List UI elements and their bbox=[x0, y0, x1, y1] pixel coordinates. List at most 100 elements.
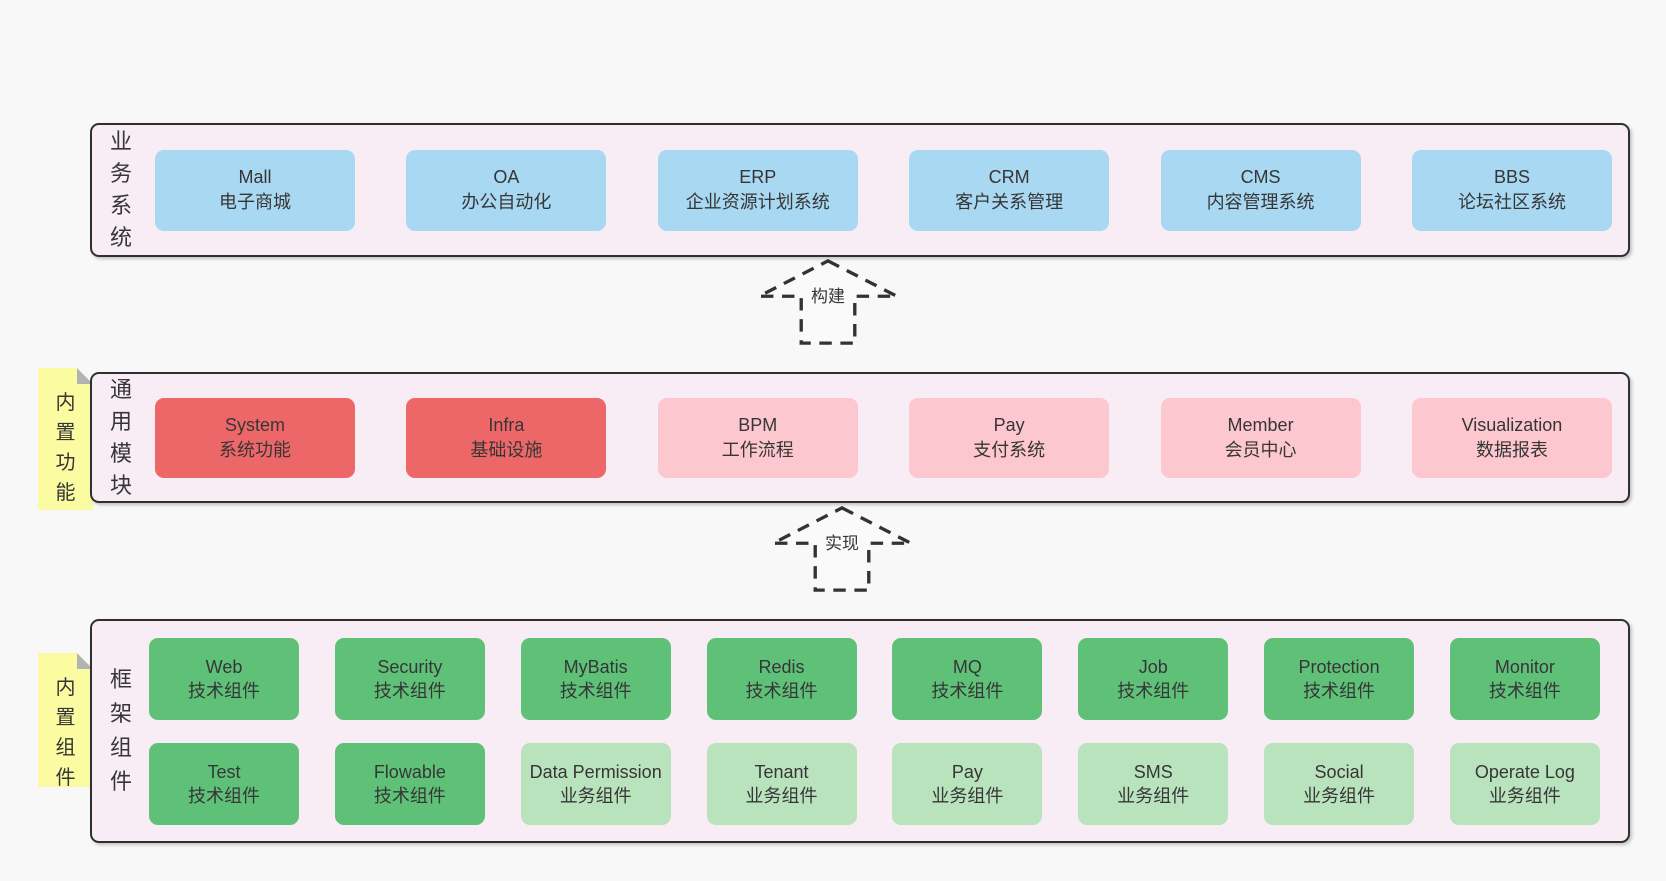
box-title: CRM bbox=[988, 167, 1030, 187]
box-sms: SMS 业务组件 bbox=[1078, 742, 1229, 825]
box-data-permission: Data Permission 业务组件 bbox=[520, 742, 671, 825]
box-subtitle: 技术组件 bbox=[188, 680, 260, 701]
box-title: Test bbox=[207, 761, 241, 782]
box-title: Tenant bbox=[754, 761, 809, 782]
box-subtitle: 业务组件 bbox=[1117, 785, 1190, 806]
box-title: CMS bbox=[1240, 167, 1281, 187]
box-title: BPM bbox=[738, 414, 778, 435]
box-social: Social 业务组件 bbox=[1264, 742, 1415, 825]
box-title: Data Permission bbox=[529, 761, 662, 782]
box-web: Web 技术组件 bbox=[149, 637, 299, 720]
build-arrow: 构建 bbox=[753, 258, 903, 346]
box-mq: MQ 技术组件 bbox=[892, 637, 1043, 720]
arrow-label: 构建 bbox=[808, 286, 848, 308]
box-subtitle: 数据报表 bbox=[1475, 439, 1548, 460]
box-subtitle: 基础设施 bbox=[470, 439, 543, 460]
box-title: MQ bbox=[952, 656, 982, 677]
box-title: Pay bbox=[951, 761, 983, 782]
box-subtitle: 技术组件 bbox=[1488, 680, 1561, 701]
box-subtitle: 支付系统 bbox=[973, 439, 1046, 460]
box-crm: CRM 客户关系管理 bbox=[909, 149, 1110, 231]
box-title: Redis bbox=[758, 656, 805, 677]
box-erp: ERP 企业资源计划系统 bbox=[657, 149, 858, 231]
box-oa: OA 办公自动化 bbox=[406, 149, 607, 231]
box-title: Member bbox=[1227, 414, 1294, 435]
box-title: MyBatis bbox=[563, 656, 628, 677]
box-protection: Protection 技术组件 bbox=[1264, 637, 1415, 720]
box-title: System bbox=[224, 414, 285, 435]
box-subtitle: 业务组件 bbox=[1488, 785, 1561, 806]
box-title: Flowable bbox=[373, 761, 446, 782]
box-subtitle: 技术组件 bbox=[559, 680, 632, 701]
box-monitor: Monitor 技术组件 bbox=[1449, 637, 1600, 720]
box-subtitle: 技术组件 bbox=[373, 680, 446, 701]
box-subtitle: 技术组件 bbox=[745, 680, 818, 701]
box-subtitle: 电子商城 bbox=[219, 192, 291, 212]
box-subtitle: 内容管理系统 bbox=[1206, 192, 1315, 212]
box-title: Operate Log bbox=[1474, 761, 1575, 782]
note-label: 内置组件 bbox=[55, 677, 76, 789]
box-subtitle: 工作流程 bbox=[721, 439, 794, 460]
box-subtitle: 办公自动化 bbox=[461, 192, 552, 212]
layer-common-modules: 通用模块 System 系统功能 Infra 基础设施 BPM 工作流程 Pay… bbox=[90, 372, 1630, 503]
box-pay-business: Pay 业务组件 bbox=[892, 742, 1043, 825]
box-subtitle: 技术组件 bbox=[373, 785, 446, 806]
component-boxes-grid: Web 技术组件 Security 技术组件 MyBatis 技术组件 Redi… bbox=[136, 637, 1628, 825]
box-title: Mall bbox=[238, 167, 272, 187]
box-job: Job 技术组件 bbox=[1078, 637, 1229, 720]
box-subtitle: 企业资源计划系统 bbox=[685, 192, 830, 212]
sticky-note-builtin-features: 内置功能 bbox=[38, 368, 93, 510]
implement-arrow: 实现 bbox=[767, 505, 917, 593]
box-subtitle: 业务组件 bbox=[931, 785, 1004, 806]
component-row-1: Web 技术组件 Security 技术组件 MyBatis 技术组件 Redi… bbox=[149, 637, 1600, 720]
box-subtitle: 会员中心 bbox=[1224, 439, 1297, 460]
layer-title-vertical: 通用模块 bbox=[109, 376, 132, 498]
box-subtitle: 论坛社区系统 bbox=[1457, 192, 1566, 212]
box-system: System 系统功能 bbox=[155, 397, 355, 478]
box-title: SMS bbox=[1133, 761, 1173, 782]
note-label: 内置功能 bbox=[55, 392, 76, 504]
box-subtitle: 系统功能 bbox=[219, 439, 291, 460]
box-title: Pay bbox=[993, 414, 1025, 435]
box-subtitle: 技术组件 bbox=[931, 680, 1004, 701]
box-title: Infra bbox=[488, 414, 525, 435]
box-title: Monitor bbox=[1494, 656, 1555, 677]
box-title: Web bbox=[205, 656, 243, 677]
layer-title-vertical: 框架组件 bbox=[109, 667, 132, 794]
layer-framework-components: 框架组件 Web 技术组件 Security 技术组件 MyBatis 技术组件… bbox=[90, 619, 1630, 843]
box-title: Security bbox=[377, 656, 443, 677]
box-subtitle: 技术组件 bbox=[1303, 680, 1376, 701]
component-row-2: Test 技术组件 Flowable 技术组件 Data Permission … bbox=[149, 742, 1600, 825]
box-visualization: Visualization 数据报表 bbox=[1411, 397, 1612, 478]
box-flowable: Flowable 技术组件 bbox=[334, 742, 485, 825]
box-subtitle: 客户关系管理 bbox=[955, 192, 1064, 212]
box-subtitle: 业务组件 bbox=[745, 785, 818, 806]
box-bbs: BBS 论坛社区系统 bbox=[1411, 149, 1612, 231]
box-member: Member 会员中心 bbox=[1160, 397, 1361, 478]
box-subtitle: 技术组件 bbox=[188, 785, 260, 806]
box-title: Visualization bbox=[1461, 414, 1563, 435]
box-subtitle: 业务组件 bbox=[1303, 785, 1376, 806]
box-title: OA bbox=[493, 167, 520, 187]
box-title: Social bbox=[1314, 761, 1364, 782]
box-cms: CMS 内容管理系统 bbox=[1160, 149, 1361, 231]
layer-title-vertical: 业务系统 bbox=[109, 129, 132, 250]
box-test: Test 技术组件 bbox=[149, 742, 299, 825]
box-title: ERP bbox=[739, 167, 777, 187]
box-title: Job bbox=[1138, 656, 1168, 677]
box-title: BBS bbox=[1493, 167, 1530, 187]
box-infra: Infra 基础设施 bbox=[406, 397, 607, 478]
box-title: Protection bbox=[1298, 656, 1380, 677]
box-mybatis: MyBatis 技术组件 bbox=[520, 637, 671, 720]
box-pay: Pay 支付系统 bbox=[909, 397, 1110, 478]
module-boxes-row: System 系统功能 Infra 基础设施 BPM 工作流程 Pay 支付系统… bbox=[136, 397, 1628, 478]
business-boxes-row: Mall 电子商城 OA 办公自动化 ERP 企业资源计划系统 CRM 客户关系… bbox=[136, 149, 1628, 231]
box-security: Security 技术组件 bbox=[334, 637, 485, 720]
layer-business-systems: 业务系统 Mall 电子商城 OA 办公自动化 ERP 企业资源计划系统 CRM… bbox=[90, 123, 1630, 257]
arrow-label: 实现 bbox=[822, 533, 862, 555]
box-operate-log: Operate Log 业务组件 bbox=[1449, 742, 1600, 825]
box-tenant: Tenant 业务组件 bbox=[706, 742, 857, 825]
box-subtitle: 技术组件 bbox=[1117, 680, 1190, 701]
box-subtitle: 业务组件 bbox=[559, 785, 632, 806]
